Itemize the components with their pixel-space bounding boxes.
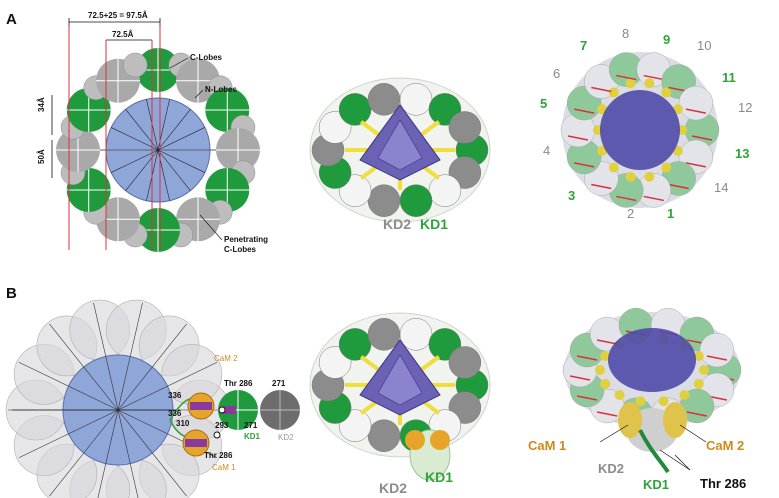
residue-271-low: 271	[244, 421, 258, 430]
lobe-ring-a	[56, 48, 260, 252]
thr286-bottom: Thr 286	[204, 451, 233, 460]
residue-271-top: 271	[272, 379, 286, 388]
subunit-number: 12	[738, 100, 752, 115]
n-lobes-label: N-Lobes	[205, 85, 238, 94]
right-kd1-label: KD1	[643, 477, 669, 492]
cam-kd-schematic	[169, 390, 300, 457]
thr286-top: Thr 286	[224, 379, 253, 388]
dimension-inner-label: 72.5Å	[112, 30, 134, 39]
cam2-label: CaM 2	[214, 354, 238, 363]
schematic-ring-a	[56, 26, 260, 252]
penetrating-label-2: C-Lobes	[224, 245, 257, 254]
penetrating-label-1: Penetrating	[224, 235, 268, 244]
subunit-number: 1	[667, 206, 674, 221]
kd1-small-label: KD1	[244, 432, 261, 441]
residue-336-b: 336	[168, 409, 182, 418]
middle-kd2-label-b: KD2	[379, 480, 407, 496]
subunit-number: 5	[540, 96, 547, 111]
subunit-number: 8	[622, 26, 629, 41]
subunit-numbers: 7 8 9 10 6 11 5 12 4 13 3 14 2 1	[540, 26, 752, 221]
middle-kd1-label-a: KD1	[420, 216, 448, 232]
kd2-small-label: KD2	[278, 433, 294, 442]
right-thr286-label: Thr 286	[700, 476, 746, 491]
subunit-number: 9	[663, 32, 670, 47]
right-kd2-label: KD2	[598, 461, 624, 476]
crystal-structure-b	[562, 307, 742, 474]
schematic-ring-b	[5, 299, 231, 498]
middle-kd2-label-a: KD2	[383, 216, 411, 232]
right-cam2-label: CaM 2	[706, 438, 744, 453]
subunit-number: 13	[735, 146, 749, 161]
c-lobes-label: C-Lobes	[190, 53, 223, 62]
dimension-lines	[51, 18, 161, 178]
cam1-label: CaM 1	[212, 463, 236, 472]
subunit-number: 4	[543, 143, 550, 158]
subunit-number: 14	[714, 180, 728, 195]
residue-336-a: 336	[168, 391, 182, 400]
right-cam1-label: CaM 1	[528, 438, 566, 453]
panel-letter-a: A	[6, 11, 17, 28]
subunit-number: 2	[627, 206, 634, 221]
dimension-50-label: 50Å	[37, 149, 46, 164]
subunit-number: 6	[553, 66, 560, 81]
middle-kd1-label-b: KD1	[425, 469, 453, 485]
residue-293: 293	[215, 421, 229, 430]
panel-letter-b: B	[6, 285, 17, 302]
subunit-number: 3	[568, 188, 575, 203]
dimension-34-label: 34Å	[37, 97, 46, 112]
crystal-structure-a	[560, 52, 720, 208]
holoenzyme-model-b	[309, 312, 491, 481]
holoenzyme-model-a	[309, 77, 491, 223]
subunit-number: 10	[697, 38, 711, 53]
subunit-number: 11	[722, 70, 736, 85]
dimension-top-label: 72.5+25 = 97.5Å	[88, 11, 148, 20]
subunit-number: 7	[580, 38, 587, 53]
residue-310: 310	[176, 419, 190, 428]
